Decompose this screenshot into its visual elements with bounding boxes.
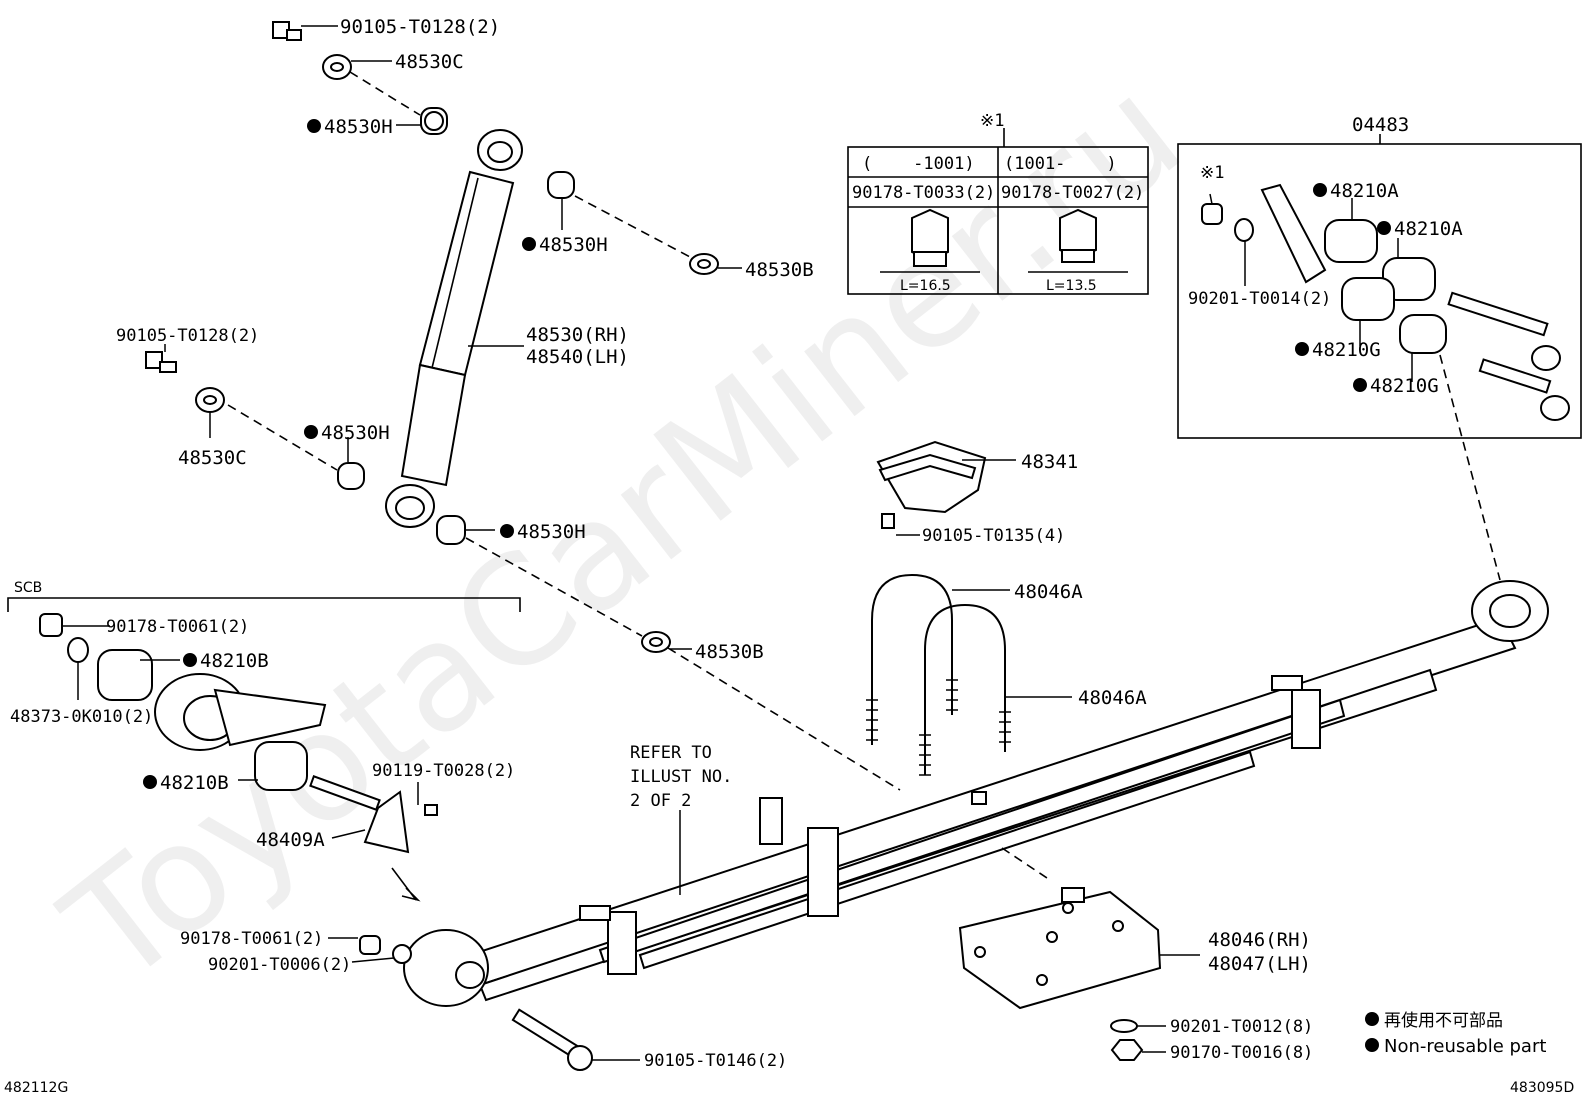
label-seat-nut: 90170-T0016(8) [1170,1043,1313,1063]
label-kit-bush-a2: 48210A [1394,218,1463,240]
label-table-col1-len: L=16.5 [900,278,951,294]
label-bush-low-right: 48530H [517,521,586,543]
label-washer-low: 48530B [695,641,764,663]
label-ubolt-2: 48046A [1078,687,1147,709]
label-scb-bolt: 90119-T0028(2) [372,761,515,781]
label-table-col1-head: ( -1001) [862,154,975,174]
non-reusable-icon [1295,342,1309,356]
legend-jp-icon [1365,1012,1379,1026]
label-front-washer: 90201-T0006(2) [208,955,351,975]
label-refer-1: REFER TO [630,743,712,763]
label-front-nut: 90178-T0061(2) [180,929,323,949]
non-reusable-icon [143,775,157,789]
label-table-col2-head: (1001- ) [1004,154,1117,174]
label-bush-top-left: 48530H [324,116,393,138]
label-bush-mid-left: 48530H [321,422,390,444]
label-refer-3: 2 OF 2 [630,791,691,811]
label-table-col2-part: 90178-T0027(2) [1001,183,1144,203]
label-kit-bush-g2: 48210G [1370,375,1439,397]
label-washer-right-top: 48530B [745,259,814,281]
scb-bracket-illustration [7,597,593,1071]
label-bumper-bolt: 90105-T0135(4) [922,526,1065,546]
label-scb-nut: 90178-T0061(2) [106,617,249,637]
label-shock-rh: 48530(RH) [526,324,629,346]
bumper-illustration [876,440,987,529]
u-bolt-illustration [866,573,1011,776]
label-scb-washer: 48373-0K010(2) [10,707,153,727]
legend-en-text: Non-reusable part [1384,1036,1546,1057]
label-kit-bush-a1: 48210A [1330,180,1399,202]
label-seat-lh: 48047(LH) [1208,953,1311,975]
non-reusable-icon [1377,221,1391,235]
non-reusable-icon [522,237,536,251]
code-right: 483095D [1510,1080,1574,1096]
label-kit-note: ※1 [1200,163,1224,183]
label-bush-top-right: 48530H [539,234,608,256]
leaf-spring-illustration [403,354,1549,1007]
label-scb: SCB [14,580,42,596]
legend-en-icon [1365,1038,1379,1052]
code-left: 482112G [4,1080,68,1096]
label-kit-washer: 90201-T0014(2) [1188,289,1331,309]
nut-variant-table [847,128,1149,295]
non-reusable-icon [307,119,321,133]
non-reusable-icon [183,653,197,667]
label-bolt-top: 90105-T0128(2) [340,16,500,38]
non-reusable-icon [1353,378,1367,392]
label-table-note: ※1 [980,111,1004,131]
label-table-col1-part: 90178-T0033(2) [852,183,995,203]
non-reusable-icon [1313,183,1327,197]
label-bumper: 48341 [1021,451,1078,473]
leader-lines [62,25,1413,1061]
label-seat-washer: 90201-T0012(8) [1170,1017,1313,1037]
label-kit-title: 04483 [1352,114,1409,136]
label-washer-top: 48530C [395,51,464,73]
legend-jp-text: 再使用不可部品 [1384,1010,1503,1031]
kit-04483-box [1177,134,1582,439]
non-reusable-icon [500,524,514,538]
label-table-col2-len: L=13.5 [1046,278,1097,294]
label-bolt-left: 90105-T0128(2) [116,326,259,346]
spring-seat-illustration [958,887,1162,1061]
label-front-bolt: 90105-T0146(2) [644,1051,787,1071]
label-scb-bush-b: 48210B [200,650,269,672]
label-shock-lh: 48540(LH) [526,346,629,368]
label-scb-plate: 48409A [256,829,325,851]
label-washer-left: 48530C [178,447,247,469]
label-ubolt-1: 48046A [1014,581,1083,603]
label-scb-bush-b2: 48210B [160,772,229,794]
label-kit-bush-g1: 48210G [1312,339,1381,361]
label-refer-2: ILLUST NO. [630,767,732,787]
label-seat-rh: 48046(RH) [1208,929,1311,951]
shock-absorber-illustration [145,21,901,791]
non-reusable-icon [304,425,318,439]
